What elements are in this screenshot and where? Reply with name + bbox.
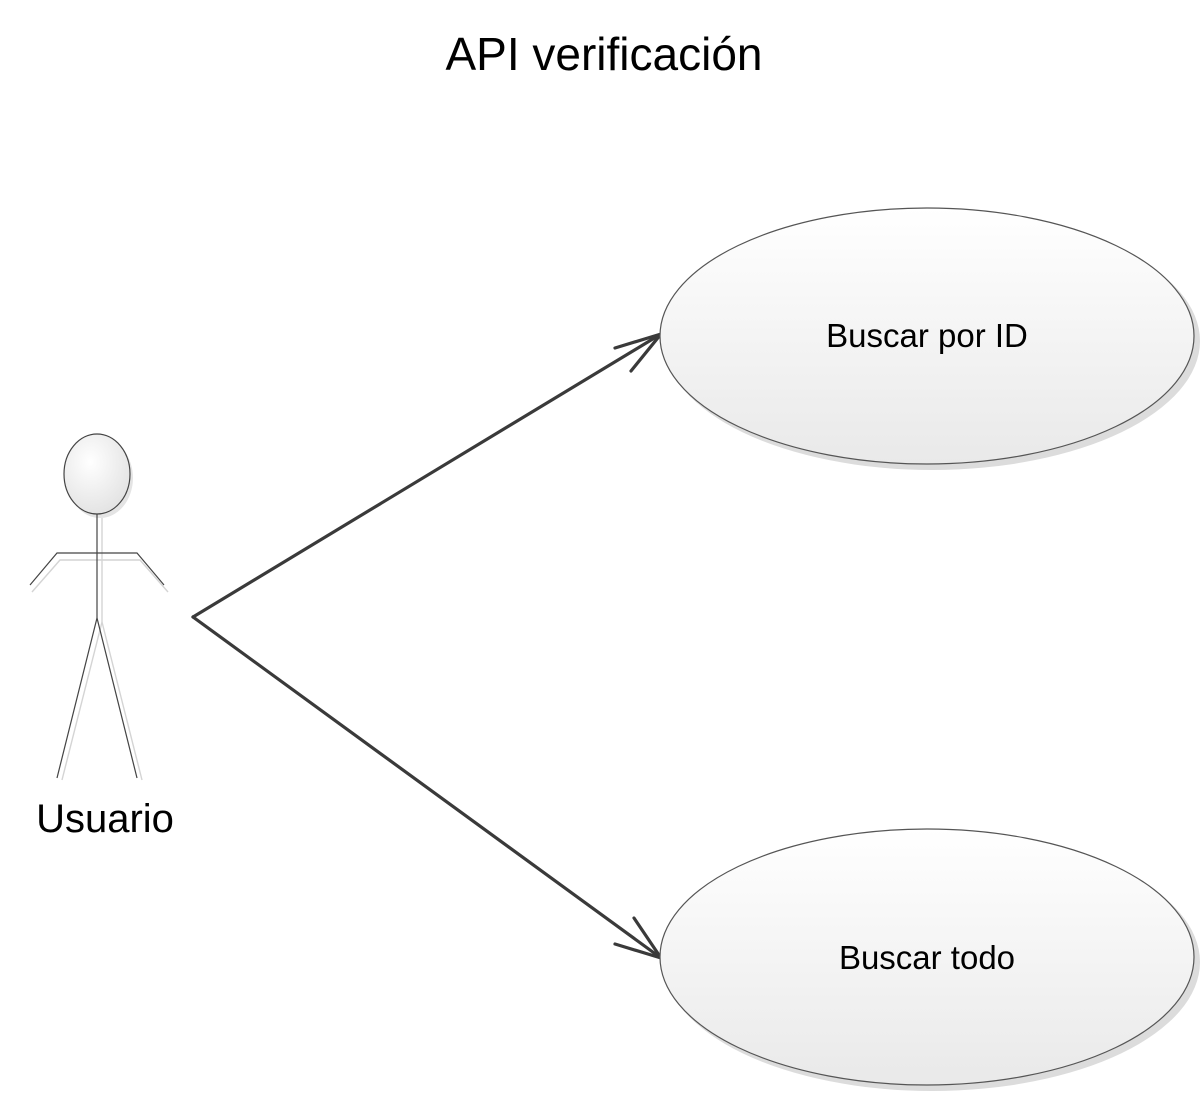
use-case-buscar-por-id: Buscar por ID — [659, 207, 1200, 470]
actor-left-leg — [56, 617, 98, 779]
actor-usuario: Usuario — [29, 433, 174, 841]
actor-right-leg — [96, 617, 138, 779]
use-case-buscar-todo: Buscar todo — [659, 828, 1200, 1091]
use-case-label: Buscar por ID — [826, 317, 1028, 354]
actor-arms — [29, 552, 165, 586]
actor-head — [63, 433, 131, 515]
diagram-title: API verificación — [445, 28, 762, 80]
use-case-ellipse — [659, 207, 1195, 465]
association-arrow-buscar-por-id — [191, 332, 663, 619]
association-arrow-buscar-todo — [191, 615, 663, 960]
use-case-label: Buscar todo — [839, 939, 1015, 976]
actor-name: Usuario — [36, 797, 174, 841]
use-case-ellipse — [659, 828, 1195, 1086]
